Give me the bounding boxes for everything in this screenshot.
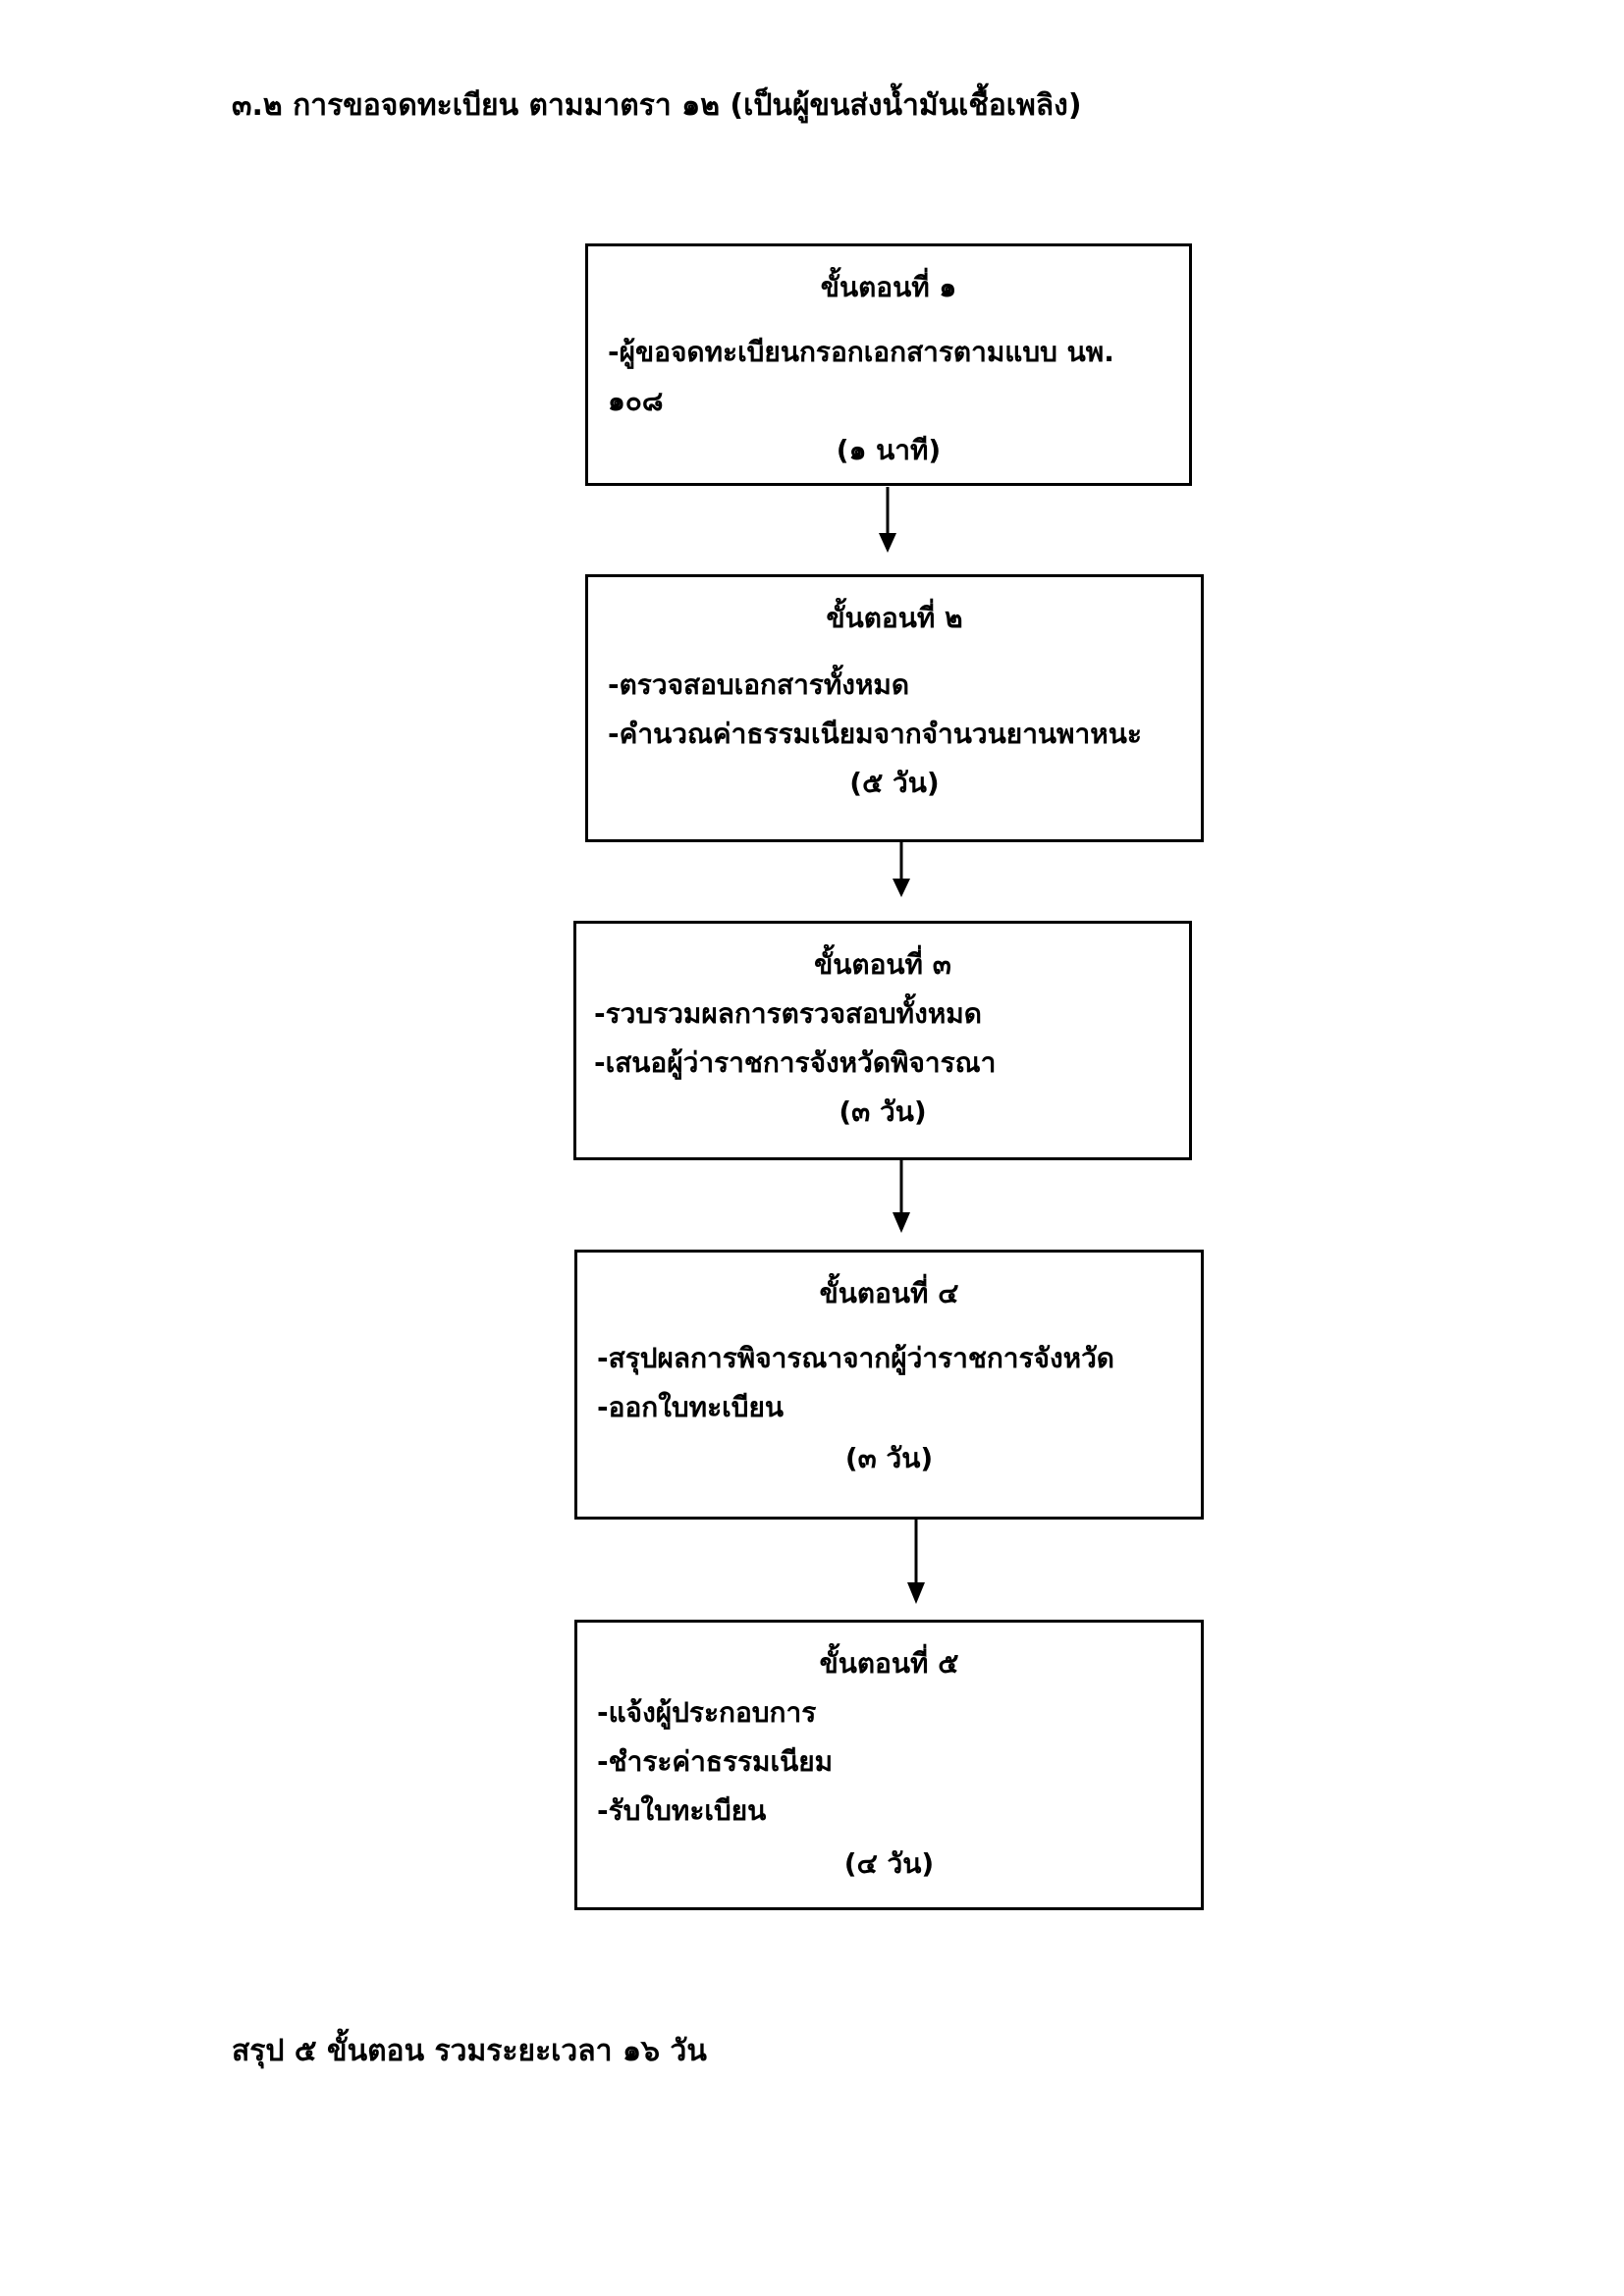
step-5-line-1: -แจ้งผู้ประกอบการ	[597, 1696, 817, 1729]
step-3-duration: (๓ วัน)	[839, 1095, 927, 1128]
step-4-title: ขั้นตอนที่ ๔	[819, 1277, 959, 1309]
step-3-title: ขั้นตอนที่ ๓	[814, 948, 951, 981]
step-2-duration: (๕ วัน)	[849, 767, 940, 799]
step-1-title: ขั้นตอนที่ ๑	[820, 271, 957, 303]
step-5-box: ขั้นตอนที่ ๕ -แจ้งผู้ประกอบการ -ชำระค่าธ…	[574, 1620, 1204, 1910]
step-1-duration: (๑ นาที)	[836, 434, 942, 466]
step-3-line-2: -เสนอผู้ว่าราชการจังหวัดพิจารณา	[594, 1046, 997, 1079]
page-heading: ๓.๒ การขอจดทะเบียน ตามมาตรา ๑๒ (เป็นผู้ข…	[232, 88, 1082, 123]
arrow-1-to-2	[879, 487, 896, 553]
step-1-line-2: ๑๐๘	[608, 385, 664, 417]
step-3-line-1: -รวบรวมผลการตรวจสอบทั้งหมด	[594, 997, 982, 1030]
summary-text: สรุป ๕ ขั้นตอน รวมระยะเวลา ๑๖ วัน	[232, 2034, 707, 2068]
arrow-3-to-4	[893, 1160, 910, 1233]
step-1-line-1: -ผู้ขอจดทะเบียนกรอกเอกสารตามแบบ นพ.	[608, 336, 1114, 368]
step-2-box: ขั้นตอนที่ ๒ -ตรวจสอบเอกสารทั้งหมด -คำนว…	[585, 574, 1204, 842]
step-5-line-2: -ชำระค่าธรรมเนียม	[597, 1745, 834, 1778]
step-4-duration: (๓ วัน)	[844, 1442, 934, 1474]
step-4-line-1: -สรุปผลการพิจารณาจากผู้ว่าราชการจังหวัด	[597, 1342, 1114, 1374]
step-4-box: ขั้นตอนที่ ๔ -สรุปผลการพิจารณาจากผู้ว่าร…	[574, 1250, 1204, 1520]
step-2-line-1: -ตรวจสอบเอกสารทั้งหมด	[608, 668, 910, 701]
step-5-duration: (๔ วัน)	[843, 1847, 935, 1880]
step-2-line-2: -คำนวณค่าธรรมเนียมจากจำนวนยานพาหนะ	[608, 718, 1142, 750]
arrow-4-to-5	[907, 1520, 925, 1604]
step-1-box: ขั้นตอนที่ ๑ -ผู้ขอจดทะเบียนกรอกเอกสารตา…	[585, 243, 1192, 486]
step-4-line-2: -ออกใบทะเบียน	[597, 1391, 785, 1423]
step-2-title: ขั้นตอนที่ ๒	[826, 602, 963, 634]
step-3-box: ขั้นตอนที่ ๓ -รวบรวมผลการตรวจสอบทั้งหมด …	[573, 921, 1192, 1160]
arrow-2-to-3	[893, 842, 910, 897]
step-5-line-3: -รับใบทะเบียน	[597, 1794, 767, 1827]
step-5-title: ขั้นตอนที่ ๕	[819, 1647, 959, 1680]
